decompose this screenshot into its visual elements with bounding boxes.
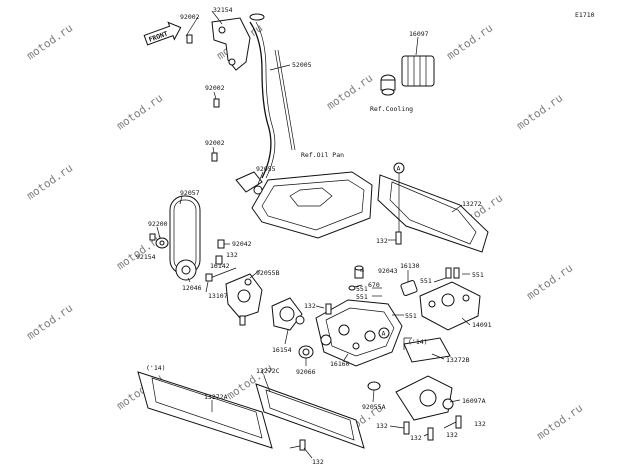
part-label: 16097 [409, 30, 429, 38]
part-label: 92042 [232, 240, 252, 248]
leader-lines [156, 10, 471, 459]
baffle-plate [377, 174, 489, 253]
watermark: motod.ru [524, 261, 575, 302]
part-label: 551 [420, 277, 432, 285]
part-label: 132 [304, 302, 316, 310]
part-label: 16130 [400, 262, 420, 270]
part-label: 32154 [213, 6, 233, 14]
part-label: 92066 [296, 368, 316, 376]
oil-pipe [367, 375, 454, 421]
part-label: 551 [356, 285, 368, 293]
watermark: motod.ru [24, 301, 75, 342]
part-label: 551 [405, 312, 417, 320]
dipstick-bracket [211, 17, 251, 71]
watermark: motod.ru [114, 91, 165, 132]
part-label: 13272 [462, 200, 482, 208]
part-label: 16154 [272, 346, 292, 354]
part-label: 132 [376, 237, 388, 245]
part-label: 92055A [362, 403, 386, 411]
baffle-13272a [137, 371, 273, 449]
part-label: 670 [368, 281, 380, 289]
bolt-551 [239, 315, 246, 326]
callout-a-label: A [397, 165, 401, 173]
part-label: 92055B [256, 269, 280, 277]
oil-pump-sprocket [175, 259, 197, 281]
bolt-551 [445, 267, 452, 279]
part-label: 92002 [205, 84, 225, 92]
oil-filter [380, 55, 435, 96]
watermark: motod.ru [534, 401, 585, 442]
front-arrow: FRONT [143, 21, 182, 46]
small-bolts [205, 239, 237, 282]
relief-valve [348, 265, 418, 296]
watermark: motod.ru [514, 91, 565, 132]
part-label: 16097A [462, 397, 486, 405]
pump-rotor [271, 297, 305, 331]
part-label: 92043 [378, 267, 398, 275]
oil-pump-cover [225, 273, 263, 319]
ref-cooling-label: Ref.Cooling [370, 105, 413, 113]
part-label: 92055 [256, 165, 276, 173]
part-label: 92002 [180, 13, 200, 21]
part-labels: 92002 32154 52005 16097 92002 92002 9205… [136, 6, 492, 466]
ref-oil-pan-label: Ref.Oil Pan [301, 151, 344, 159]
part-label: 16142 [210, 262, 230, 270]
part-label: 14091 [472, 321, 492, 329]
watermark: motod.ru [114, 231, 165, 272]
part-label: 132 [410, 434, 422, 442]
part-label: 551 [356, 293, 368, 301]
watermark: motod.ru [24, 161, 75, 202]
part-label: 92200 [148, 220, 168, 228]
part-label: 132 [446, 431, 458, 439]
part-label: 92154 [136, 253, 156, 261]
baffle-13272c [255, 383, 365, 449]
part-label: 92057 [180, 189, 200, 197]
bolt-92002 [186, 34, 220, 162]
part-label: 13272B [446, 356, 470, 364]
part-label: 13272C [256, 367, 280, 375]
part-label: 12046 [182, 284, 202, 292]
part-label: 92002 [205, 139, 225, 147]
plate-13272b [403, 337, 451, 363]
cover-14091 [419, 281, 481, 331]
callout-a-top: A [393, 162, 405, 174]
part-label: 13107 [208, 292, 228, 300]
part-label: 132 [226, 251, 238, 259]
year-label: ('14) [146, 364, 166, 372]
oil-seal [298, 345, 314, 359]
callout-a-bottom: A [378, 327, 390, 339]
bolt-551 [453, 267, 460, 279]
diagram-code: E1710 [575, 11, 595, 19]
oil-pump-body [315, 299, 403, 367]
year-label: ('14) [408, 338, 428, 346]
part-label: 551 [472, 271, 484, 279]
front-label: FRONT [148, 30, 169, 44]
part-label: 13272A [204, 393, 228, 401]
part-label: 132 [312, 458, 324, 466]
watermark: motod.ru [444, 21, 495, 62]
part-label: 16160 [330, 360, 350, 368]
oil-pan [235, 171, 373, 239]
watermark: motod.ru [24, 21, 75, 62]
watermark: motod.ru [324, 71, 375, 112]
year-bracket [403, 337, 412, 350]
part-label: 132 [376, 422, 388, 430]
guide-washer [149, 233, 169, 249]
callout-a-label: A [382, 330, 386, 338]
oil-dipstick [249, 13, 296, 179]
part-label: 132 [474, 420, 486, 428]
part-label: 52005 [292, 61, 312, 69]
